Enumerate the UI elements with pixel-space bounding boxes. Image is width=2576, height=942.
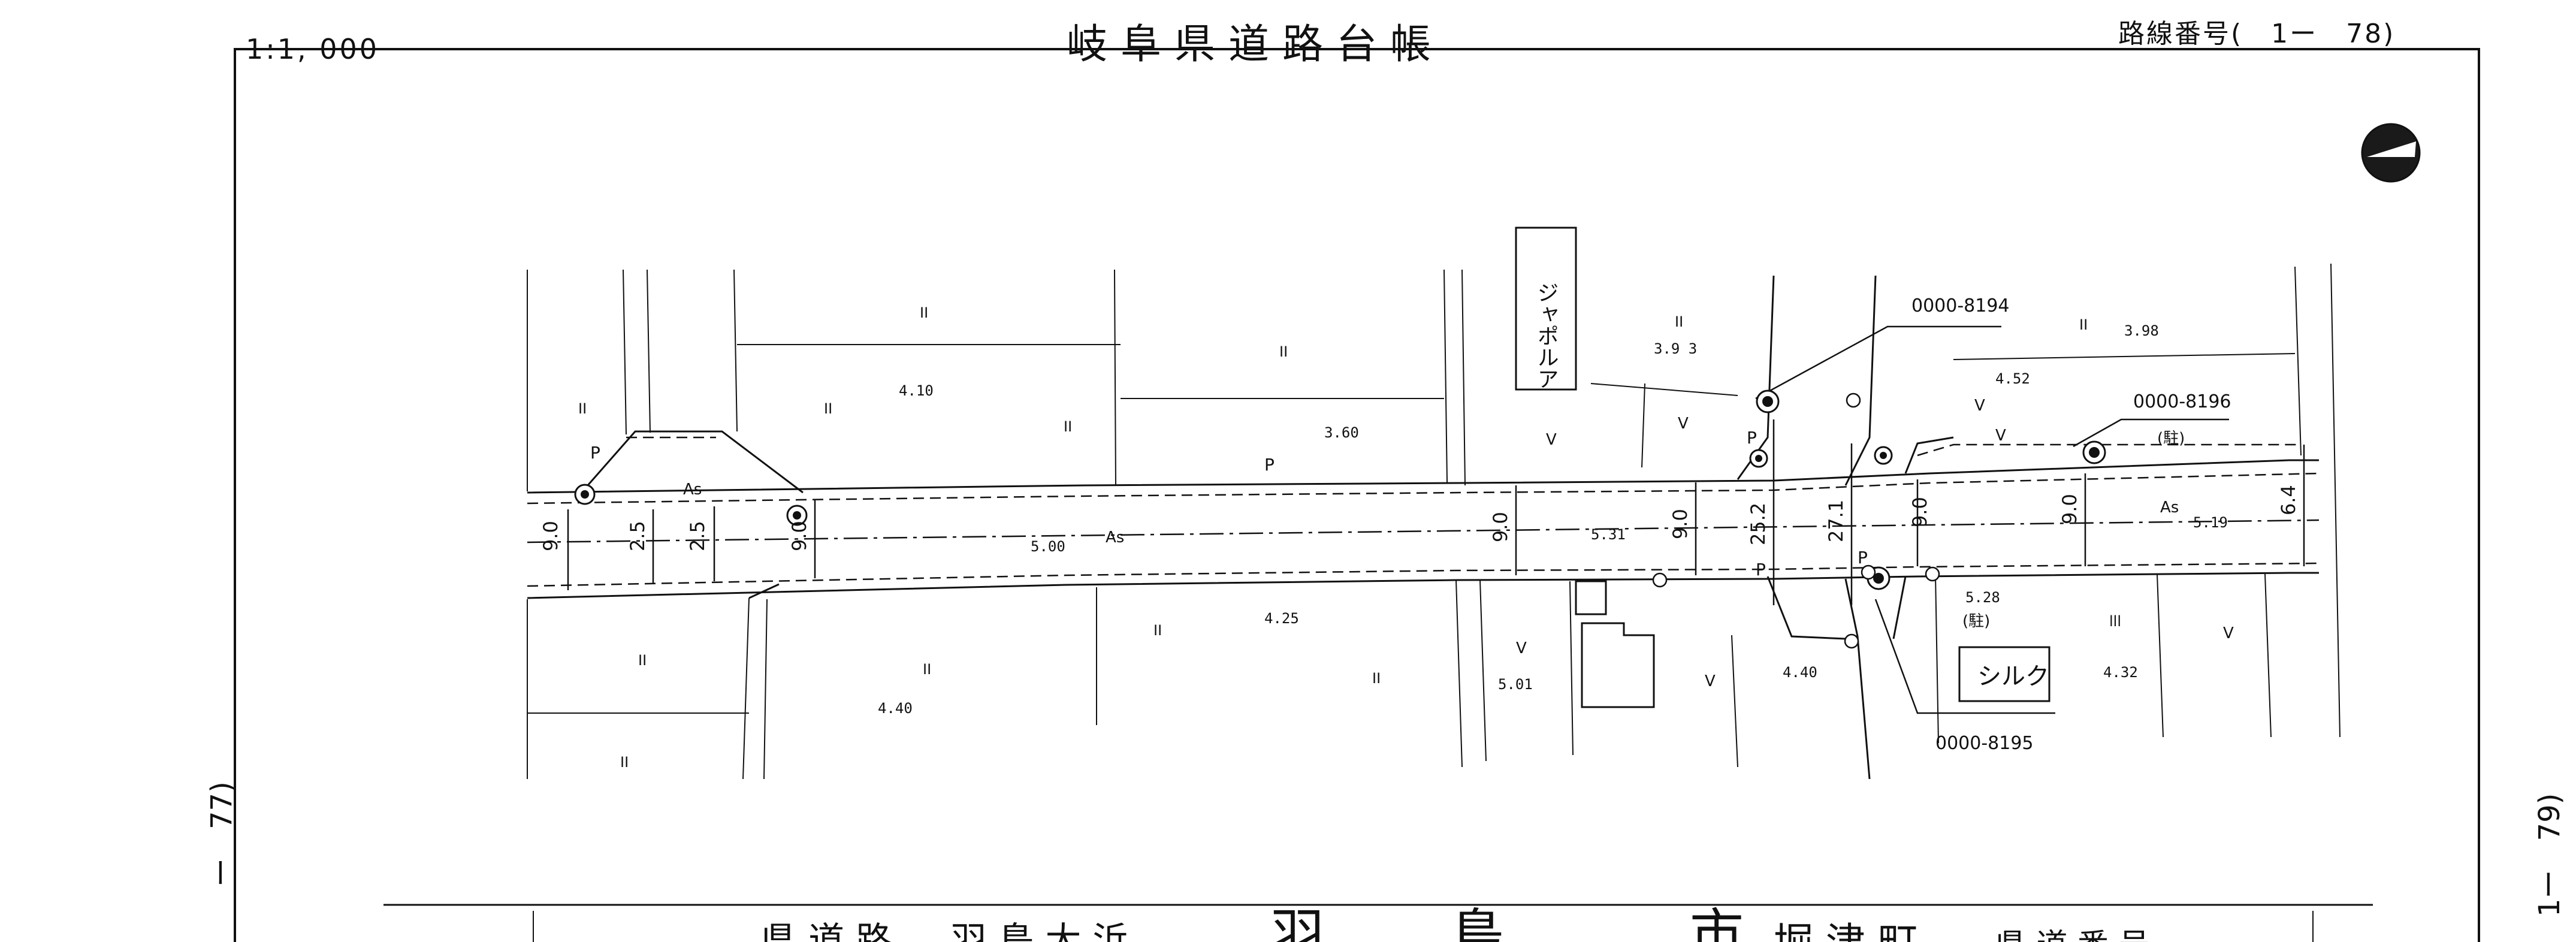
- land-mark: V: [1974, 397, 1985, 415]
- land-mark: II: [620, 754, 629, 771]
- width-label: 9.0: [1908, 497, 1931, 527]
- building-jaspol: [1515, 227, 1577, 391]
- parking-mark: (駐): [2157, 430, 2185, 448]
- map-title: 岐阜県道路台帳: [1067, 21, 1445, 68]
- dimension-lines: [567, 419, 2305, 605]
- elevation-label: 4.40: [1783, 664, 1817, 681]
- marker-icon: [1846, 393, 1861, 408]
- leader-lines: [1755, 325, 2229, 714]
- pole-label: P: [1756, 560, 1766, 579]
- survey-markers: [574, 390, 2106, 649]
- elevation-label: 4.10: [899, 382, 934, 399]
- land-mark: II: [923, 661, 931, 678]
- elevation-label: 5.00: [1031, 538, 1065, 555]
- marker-icon: [1861, 564, 1876, 580]
- bottom-title-char: 羽: [1270, 903, 1324, 942]
- route-number: 路線番号( 1ー 78): [2118, 19, 2396, 49]
- land-mark: II: [638, 652, 647, 669]
- width-label: 2.5: [686, 521, 709, 551]
- parcel-code: 0000-8194: [1911, 295, 2010, 316]
- land-mark: II: [1153, 622, 1162, 639]
- building-silk: [1958, 646, 2050, 702]
- elevation-label: 5.28: [1965, 589, 2000, 606]
- width-label: 6.4: [2277, 485, 2300, 515]
- land-mark: II: [1675, 313, 1683, 330]
- north-arrow-icon: [2361, 123, 2421, 183]
- parcel-boundaries: [527, 263, 2341, 780]
- width-label: 9.0: [788, 521, 811, 551]
- bottom-title-char: 市: [1690, 903, 1744, 942]
- surface-label: As: [683, 481, 702, 499]
- marker-icon: [1925, 566, 1940, 582]
- surface-label: As: [2160, 499, 2179, 517]
- land-mark: II: [920, 304, 928, 321]
- parking-mark: (駐): [1962, 612, 1990, 630]
- width-label: 25.2: [1747, 503, 1769, 545]
- land-mark: V: [2223, 624, 2234, 642]
- land-mark: II: [2079, 316, 2088, 333]
- width-label: 9.0: [1489, 512, 1512, 542]
- land-mark: V: [1705, 672, 1716, 690]
- marker-icon: [1652, 572, 1668, 588]
- building-label-silk: シルク: [1977, 663, 2049, 690]
- pole-label: P: [1747, 428, 1757, 448]
- building-small: [1575, 580, 1607, 615]
- elevation-label: 5.31: [1591, 526, 1626, 543]
- parcel-code: 0000-8195: [1935, 733, 2034, 754]
- elevation-label: 4.40: [878, 700, 913, 717]
- building-block: [1581, 622, 1655, 708]
- pole-label: P: [1264, 455, 1275, 475]
- bottom-right-text: 県 道 番 号: [1995, 928, 2150, 942]
- bottom-title-char: 島: [1450, 903, 1504, 942]
- land-mark: II: [1064, 418, 1072, 435]
- land-mark: II: [578, 400, 587, 417]
- elevation-label: 5.01: [1498, 676, 1533, 693]
- bottom-left-text: 県 道 路 羽 島 大 浜: [761, 920, 1129, 942]
- pole-label: P: [1858, 548, 1868, 567]
- surface-label: As: [1106, 529, 1124, 547]
- width-label: 2.5: [626, 521, 649, 551]
- width-label: 9.0: [539, 521, 562, 551]
- elevation-label: 4.25: [1264, 610, 1299, 627]
- bottom-town: 堀 津 町: [1774, 919, 1917, 942]
- land-mark: lll: [2109, 613, 2121, 630]
- road-centerline: [527, 519, 2320, 544]
- buildings: [1515, 227, 2050, 708]
- land-mark: V: [1516, 639, 1527, 657]
- land-mark: II: [824, 400, 832, 417]
- elevation-label: 3.60: [1324, 424, 1359, 441]
- land-mark: V: [1678, 415, 1689, 433]
- elevation-label: 3.98: [2124, 322, 2159, 339]
- curb-lines: [527, 436, 2320, 587]
- sheet-frame: [234, 48, 2480, 942]
- elevation-label: 3.9 3: [1654, 340, 1697, 357]
- pole-label: P: [590, 443, 600, 463]
- width-label: 9.0: [1669, 509, 1692, 539]
- building-label-jaspol: ジャポルア: [1534, 282, 1559, 390]
- land-mark: V: [1995, 427, 2006, 445]
- land-mark: II: [1279, 343, 1288, 360]
- elevation-label: 4.32: [2103, 664, 2138, 681]
- width-label: 27.1: [1825, 500, 1847, 542]
- width-label: 9.0: [2058, 494, 2081, 524]
- marker-icon: [1844, 633, 1859, 649]
- land-mark: V: [1546, 431, 1557, 449]
- elevation-label: 4.52: [1995, 370, 2030, 387]
- elevation-label: 5.19: [2193, 514, 2228, 531]
- parcel-code: 0000-8196: [2133, 391, 2231, 412]
- land-mark: II: [1372, 670, 1381, 687]
